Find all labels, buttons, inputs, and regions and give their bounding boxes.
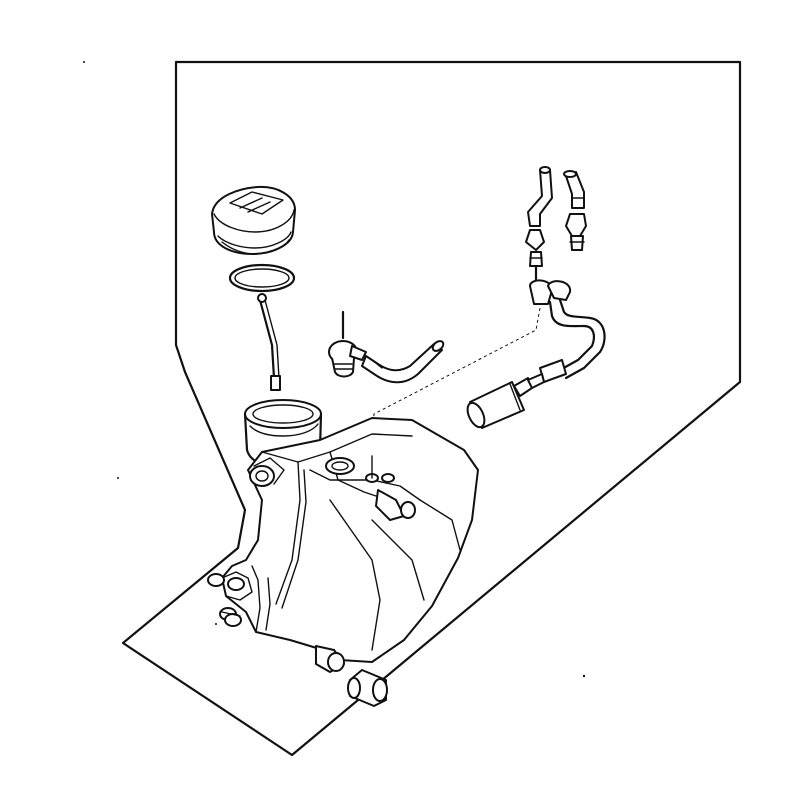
hose-icon <box>361 340 445 384</box>
marker-dot <box>582 674 586 678</box>
marker-dot <box>83 61 85 63</box>
marker-dot <box>117 477 119 479</box>
o-ring-icon <box>228 263 296 293</box>
filler-cap-icon <box>211 185 296 255</box>
diagram-frame <box>121 60 742 757</box>
connector-left-icon <box>525 229 545 284</box>
hose-left-icon <box>527 166 553 227</box>
hose-right-icon <box>563 170 585 209</box>
valve-icon <box>328 310 367 378</box>
rod-icon <box>257 293 281 391</box>
bolt-icon <box>219 607 242 627</box>
mount-icon <box>347 669 388 707</box>
marker-dot <box>215 623 217 625</box>
pipe-icon <box>369 279 606 457</box>
tank-icon <box>207 417 479 673</box>
connector-right-icon <box>565 213 587 251</box>
filter-icon <box>466 373 545 429</box>
